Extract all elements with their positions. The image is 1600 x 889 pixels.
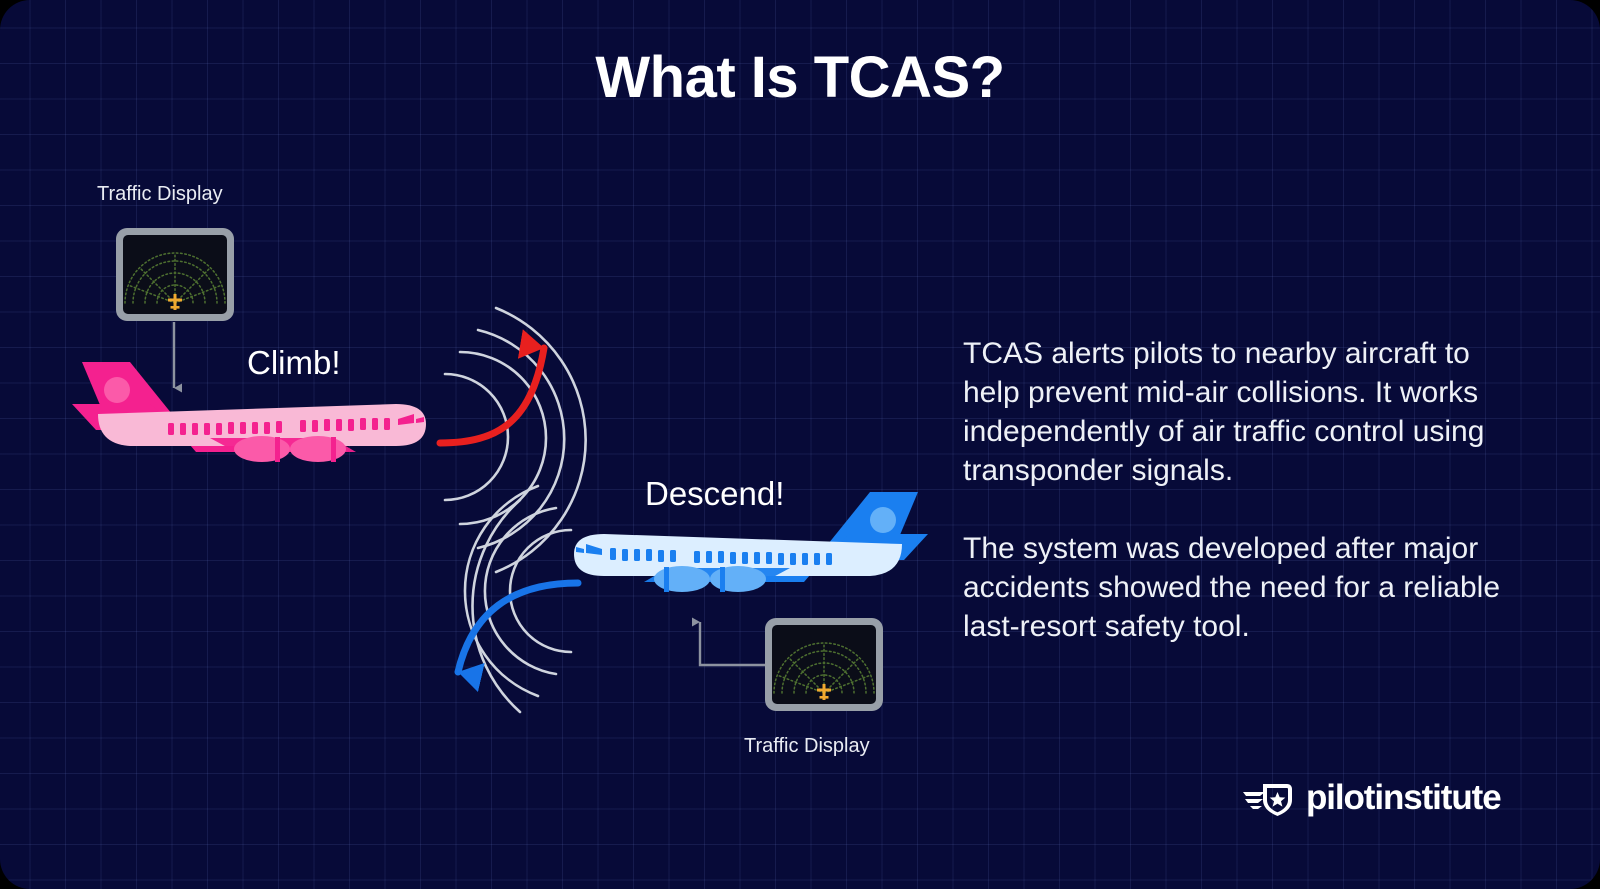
brand-logo: pilotinstitute <box>1243 778 1502 818</box>
logo-wordmark: pilotinstitute <box>1306 778 1502 817</box>
aircraft-pink <box>72 362 426 462</box>
signal-waves-blue <box>463 484 573 714</box>
own-aircraft-symbol <box>168 294 182 310</box>
callout-climb: Climb! <box>247 344 341 381</box>
page-title: What Is TCAS? <box>595 45 1005 110</box>
paragraph-2: The system was developed after major acc… <box>963 532 1501 643</box>
radar-sweep-graphic <box>773 642 875 700</box>
traffic-display-top <box>116 228 234 321</box>
aircraft-blue <box>574 492 928 592</box>
connector-bottom-display <box>692 617 765 667</box>
traffic-display-top-label: Traffic Display <box>97 183 223 205</box>
radar-sweep-graphic <box>124 252 226 310</box>
paragraph-1: TCAS alerts pilots to nearby aircraft to… <box>963 337 1485 487</box>
radar-screen-top <box>123 235 227 314</box>
radar-screen-bottom <box>772 625 876 704</box>
climb-advisory-arrow <box>436 329 548 447</box>
body-copy: TCAS alerts pilots to nearby aircraft to… <box>963 334 1523 646</box>
callout-descend: Descend! <box>645 475 785 512</box>
own-aircraft-symbol <box>817 684 831 700</box>
winged-shield-star-icon <box>1243 784 1292 816</box>
descend-advisory-arrow <box>454 579 582 693</box>
traffic-display-bottom-label: Traffic Display <box>744 735 870 757</box>
traffic-display-bottom <box>765 618 883 711</box>
